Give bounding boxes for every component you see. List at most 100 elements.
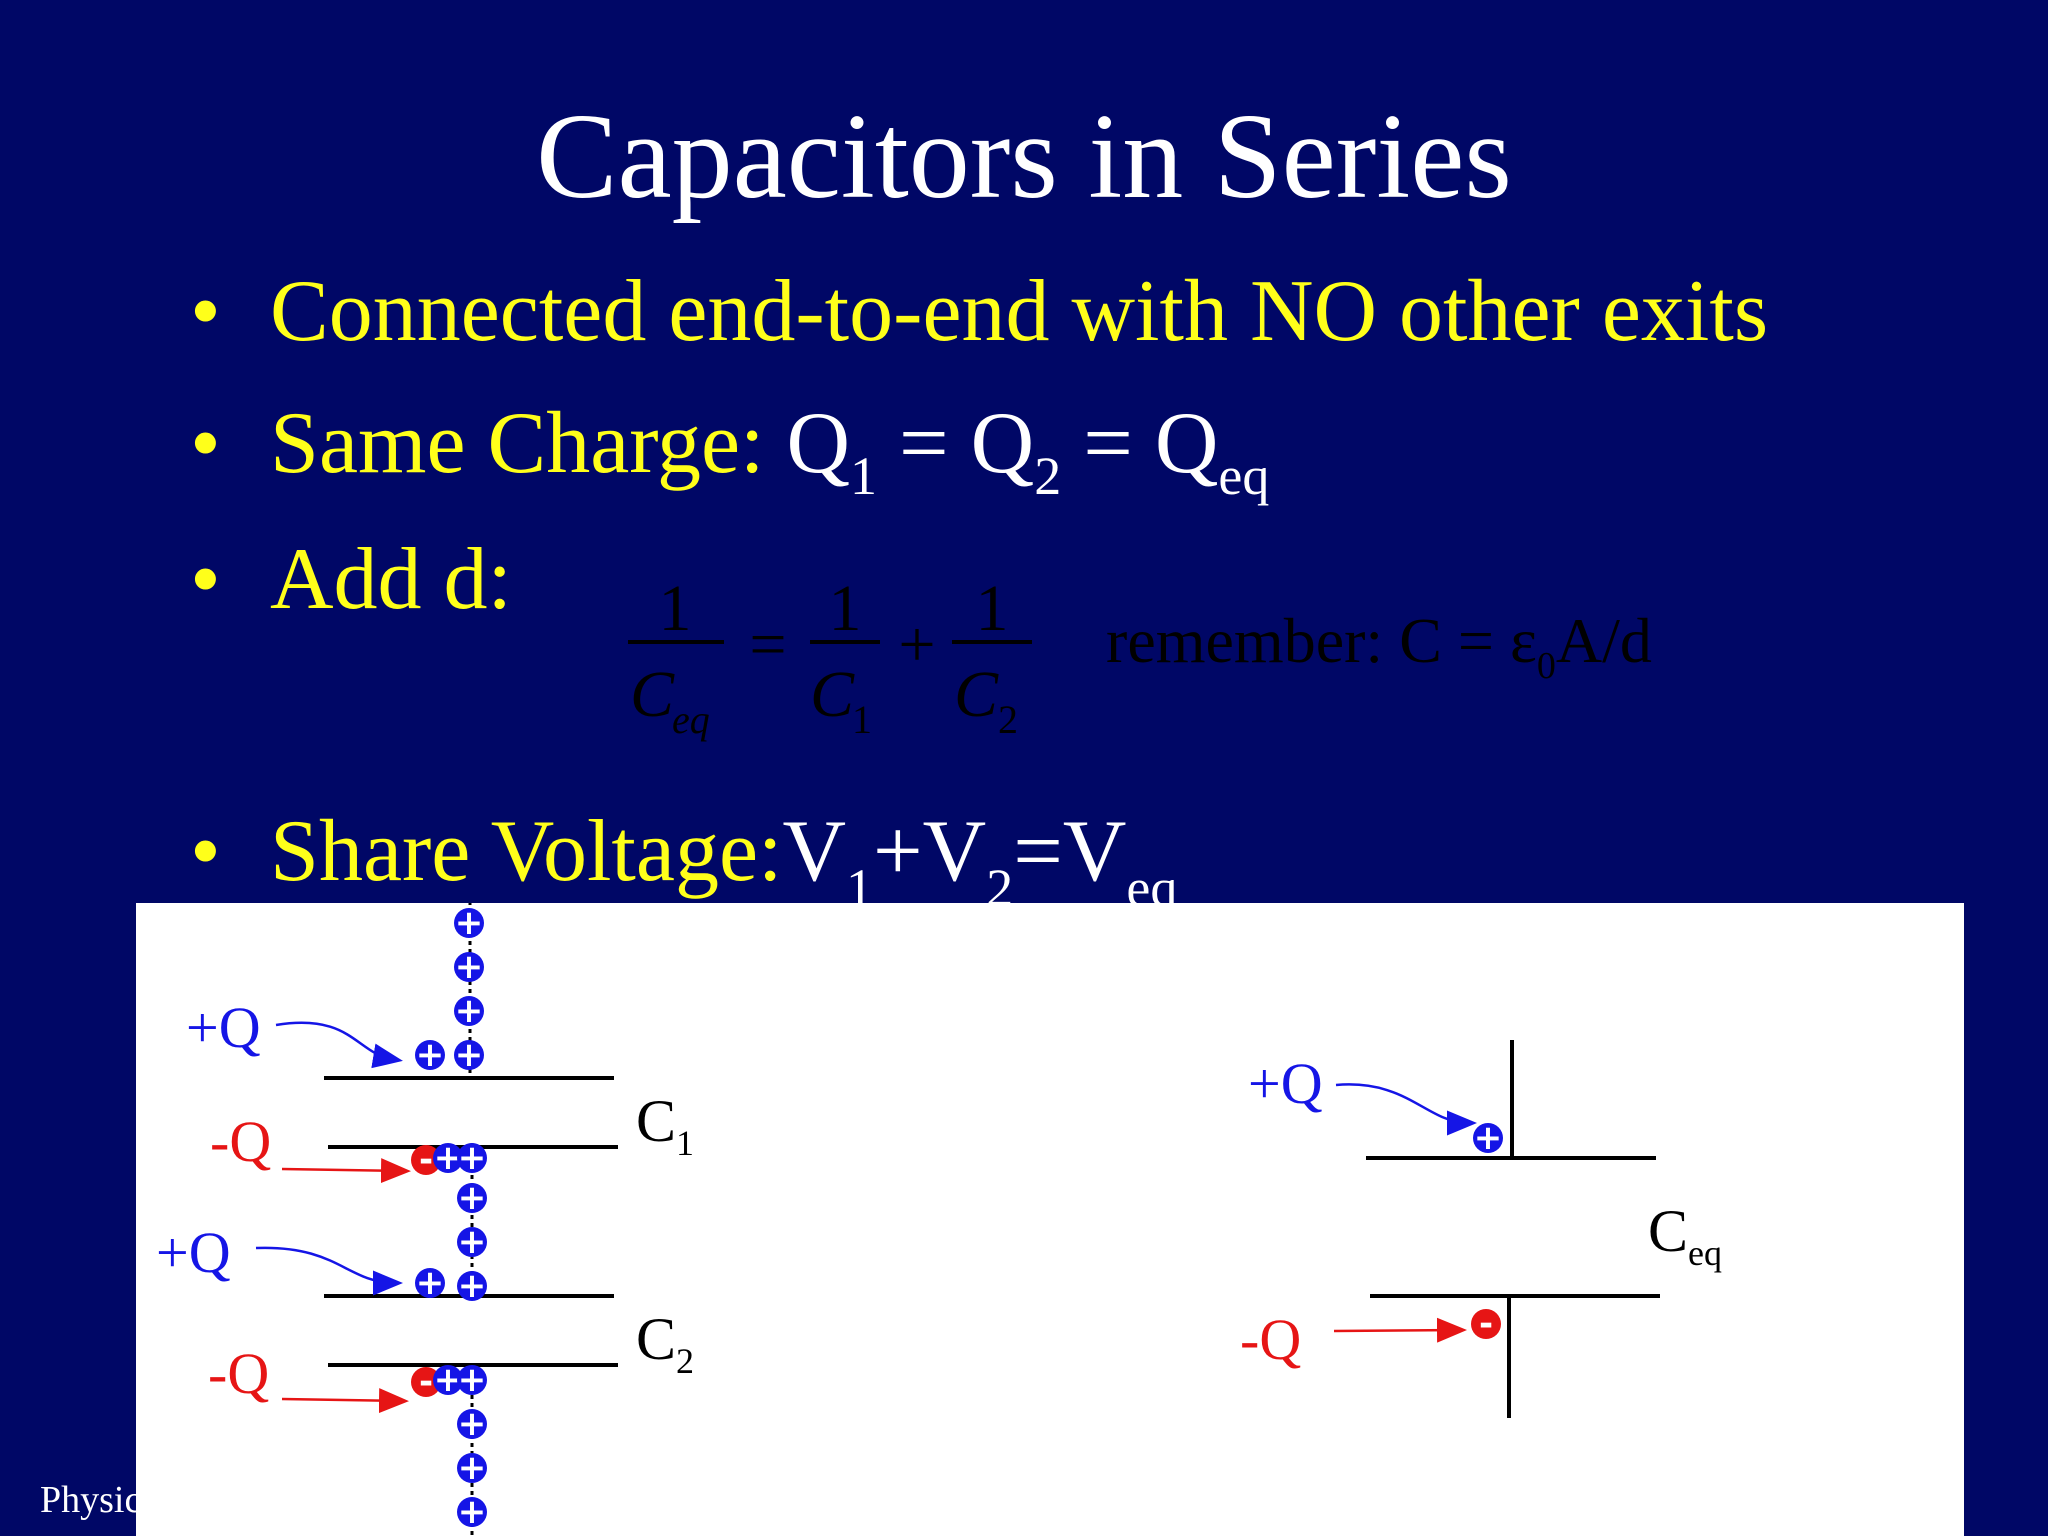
c2-symbol: C <box>954 658 999 731</box>
remember-label: remember: C = ε <box>1106 605 1537 676</box>
bullet-text: Share Voltage: <box>270 803 783 900</box>
negative-charge-sign: - <box>419 1140 433 1180</box>
plus-q-label: +Q <box>156 1220 231 1285</box>
bullet-connected: •Connected end-to-end with NO other exit… <box>190 268 1768 356</box>
c1-symbol: C <box>636 1088 676 1154</box>
q1-subscript: 1 <box>850 446 878 506</box>
plus-q-label: +Q <box>186 995 261 1060</box>
ceq-label: Ceq <box>1648 1198 1722 1273</box>
positive-charge <box>1473 1123 1503 1153</box>
positive-charge-sign: + <box>1474 1118 1503 1158</box>
q2-subscript: 2 <box>1034 446 1062 506</box>
bullet-same-charge: •Same Charge: Q1 = Q2 = Qeq <box>190 395 1269 504</box>
bullet-dot: • <box>190 531 221 628</box>
fraction-bar <box>952 640 1032 644</box>
voltage-equation: V1+V2=Veq <box>782 803 1177 916</box>
positive-charge <box>457 1271 487 1301</box>
v-plus: +V <box>873 803 987 900</box>
qeq-subscript: eq <box>1218 446 1270 506</box>
c1-subscript: 1 <box>676 1123 694 1163</box>
negative-charge <box>1471 1309 1501 1339</box>
capacitor-diagram-svg: C1 C2 +Q -Q +Q -Q +++++-++++++-++++++- C… <box>156 903 1722 1536</box>
q-symbol: Q <box>786 395 851 492</box>
series-capacitance-formula: 1 C eq = 1 C 1 + 1 C 2 remember: C = ε0A… <box>628 572 1652 742</box>
positive-charge <box>454 952 484 982</box>
plus-q-arrow <box>1335 1083 1477 1136</box>
equals-sign: = <box>749 608 786 681</box>
c1-symbol: C <box>810 658 855 731</box>
charge-equation: Q1 = Q2 = Qeq <box>786 395 1269 504</box>
c1-subscript: 1 <box>852 697 872 742</box>
slide-title: Capacitors in Series <box>536 89 1512 224</box>
c1-label: C1 <box>636 1088 694 1163</box>
positive-charge-sign: + <box>455 1035 484 1075</box>
negative-charge-sign: - <box>1479 1304 1493 1344</box>
minus-q-arrow <box>281 1158 411 1184</box>
positive-charge-sign: + <box>455 903 484 943</box>
positive-charge-sign: + <box>458 1404 487 1444</box>
positive-charge-sign: + <box>458 1448 487 1488</box>
positive-charge <box>433 1365 463 1395</box>
minus-q-arrow <box>281 1388 409 1414</box>
positive-charge <box>457 1453 487 1483</box>
bullet-dot: • <box>190 395 221 492</box>
v-equals: =V <box>1013 803 1127 900</box>
positive-charge-sign: + <box>458 1360 487 1400</box>
bullet-dot: • <box>190 263 221 360</box>
positive-charge <box>415 1268 445 1298</box>
q-equals: = Q <box>877 395 1035 492</box>
bullet-share-voltage: • Share Voltage:V1+V2=Veq <box>190 803 1177 916</box>
positive-charge <box>454 1040 484 1070</box>
negative-charge-sign: - <box>419 1362 433 1402</box>
minus-q-label: -Q <box>208 1341 269 1406</box>
positive-charge <box>457 1497 487 1527</box>
c2-label: C2 <box>636 1306 694 1381</box>
epsilon-subscript: 0 <box>1537 645 1556 687</box>
positive-charge-sign: + <box>455 947 484 987</box>
positive-charge <box>454 996 484 1026</box>
ceq-symbol: C <box>1648 1198 1688 1264</box>
numerator-1: 1 <box>829 572 862 645</box>
positive-charge-sign: + <box>458 1492 487 1532</box>
bullet-text: Add d: <box>270 531 512 628</box>
positive-charge <box>457 1227 487 1257</box>
negative-charge <box>411 1145 441 1175</box>
negative-charge <box>411 1367 441 1397</box>
fraction-bar <box>810 640 880 644</box>
c-eq-subscript: eq <box>672 697 710 742</box>
positive-charge <box>415 1040 445 1070</box>
positive-charge <box>433 1143 463 1173</box>
bullet-text: Connected end-to-end with NO other exits <box>270 263 1769 360</box>
plus-q-arrow <box>255 1246 403 1296</box>
c-eq-symbol: C <box>630 658 675 731</box>
positive-charge <box>457 1409 487 1439</box>
capacitor-diagram: C1 C2 +Q -Q +Q -Q +++++-++++++-++++++- C… <box>136 903 1964 1536</box>
plus-sign: + <box>898 608 935 681</box>
positive-charge <box>457 1143 487 1173</box>
plus-q-arrow <box>275 1021 403 1069</box>
plus-q-label: +Q <box>1248 1051 1323 1116</box>
c2-symbol: C <box>636 1306 676 1372</box>
remember-tail: A/d <box>1556 605 1652 676</box>
positive-charge-sign: + <box>458 1222 487 1262</box>
bullet-text: Same Charge: <box>270 395 787 492</box>
positive-charge-sign: + <box>416 1035 445 1075</box>
positive-charge-sign: + <box>458 1138 487 1178</box>
positive-charge-sign: + <box>455 991 484 1031</box>
minus-q-label: -Q <box>210 1109 271 1174</box>
fraction-bar <box>628 640 724 644</box>
positive-charge-sign: + <box>458 1178 487 1218</box>
footer-text: Physic <box>40 1479 142 1521</box>
numerator-1: 1 <box>976 572 1009 645</box>
ceq-subscript: eq <box>1688 1233 1722 1273</box>
minus-q-arrow <box>1333 1317 1467 1343</box>
bullet-dot: • <box>190 803 221 900</box>
q-equals: = Q <box>1061 395 1219 492</box>
c2-subscript: 2 <box>998 697 1018 742</box>
numerator-1: 1 <box>659 572 692 645</box>
charge-particles: +++++-++++++-++++++- <box>411 903 1503 1532</box>
remember-text: remember: C = ε0A/d <box>1106 605 1652 687</box>
c2-subscript: 2 <box>676 1341 694 1381</box>
positive-charge <box>454 908 484 938</box>
v-symbol: V <box>782 803 847 900</box>
